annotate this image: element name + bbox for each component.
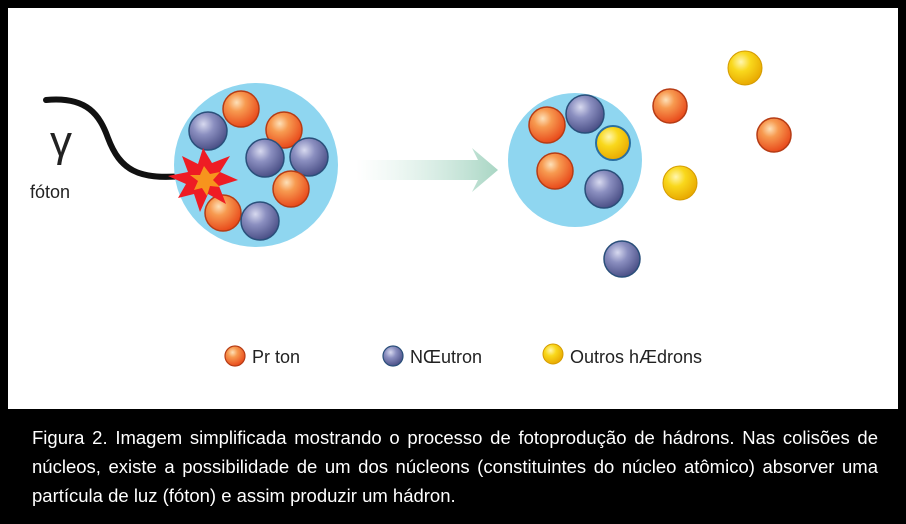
hadron (727, 50, 763, 86)
hadron (662, 165, 698, 201)
photon-label: fóton (30, 182, 70, 202)
figure-caption: Figura 2. Imagem simplificada mostrando … (32, 427, 878, 506)
proton (528, 106, 566, 144)
process-arrow-icon (356, 148, 498, 192)
proton (536, 152, 574, 190)
neutron (603, 240, 641, 278)
photon-path (43, 96, 186, 180)
neutron (188, 111, 228, 151)
neutron (289, 137, 329, 177)
diagram-panel: γ fóton (8, 8, 898, 409)
hadron (595, 125, 631, 161)
neutron (584, 169, 624, 209)
legend-neutron-icon (382, 345, 404, 367)
proton (265, 111, 303, 149)
proton (652, 88, 688, 124)
proton (272, 170, 310, 208)
proton (222, 90, 260, 128)
legend-hadron-icon (542, 343, 564, 365)
proton (204, 194, 242, 232)
neutron (245, 138, 285, 178)
legend-proton-label: Pr ton (252, 347, 300, 367)
photon-symbol: γ (50, 117, 72, 166)
proton (756, 117, 792, 153)
legend-proton-icon (224, 345, 246, 367)
photoproduction-diagram: γ fóton (30, 50, 792, 367)
neutron (565, 94, 605, 134)
legend-neutron-label: NŒutron (410, 347, 482, 367)
legend: Pr ton NŒutron Outros hÆdrons (224, 343, 702, 367)
collision-burst-icon (168, 148, 238, 212)
neutron (240, 201, 280, 241)
legend-hadron-label: Outros hÆdrons (570, 347, 702, 367)
